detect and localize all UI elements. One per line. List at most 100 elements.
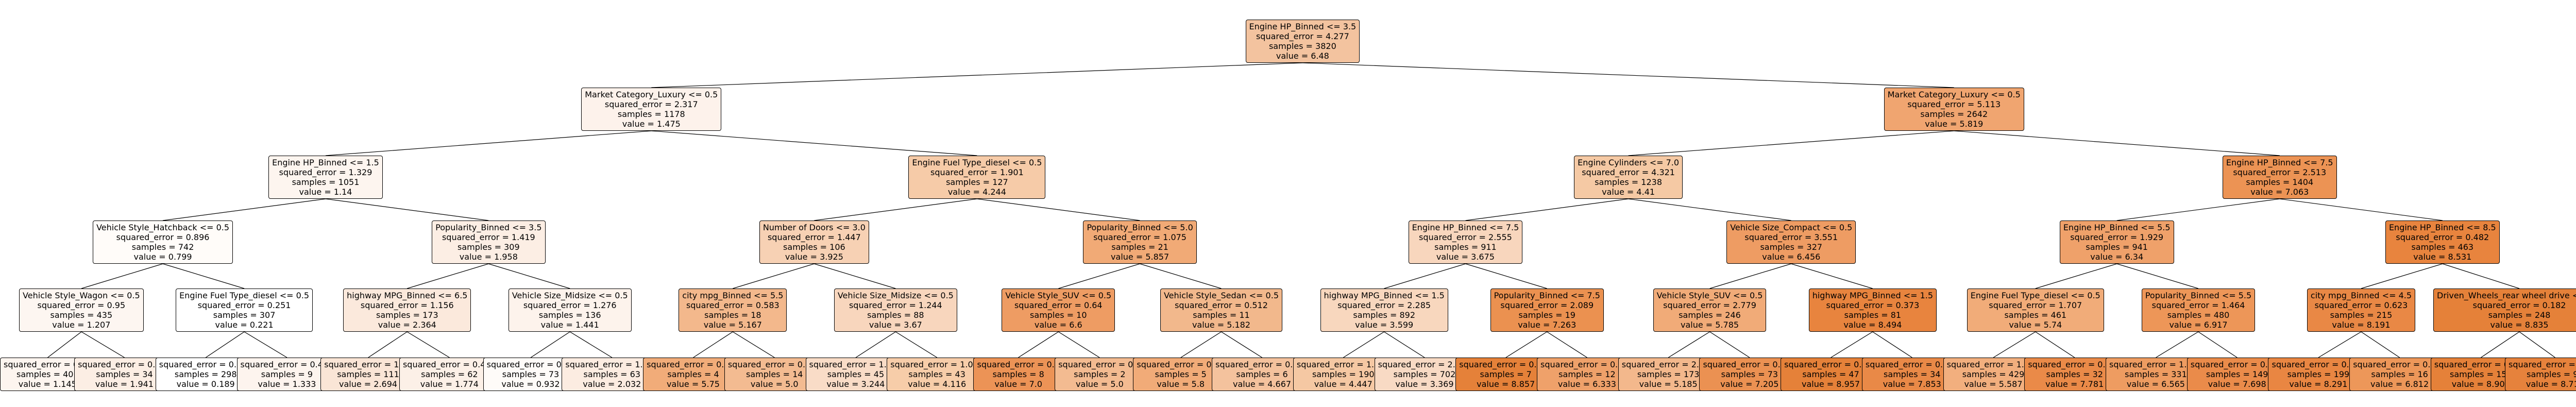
node-stat: samples = 12 — [1558, 369, 1616, 379]
node-stat: value = 1.14 — [299, 187, 352, 197]
node-stat: value = 3.67 — [869, 320, 922, 330]
node-stat: squared_error = 1.22 — [324, 360, 412, 369]
node-stat: value = 5.785 — [1680, 320, 1739, 330]
node-stat: samples = 10 — [1030, 310, 1087, 320]
node-stat: value = 5.0 — [1076, 379, 1124, 389]
node-stat: value = 1.333 — [258, 379, 316, 389]
tree-edge — [1018, 331, 1059, 358]
node-stat: samples = 6 — [1236, 369, 1288, 379]
node-stat: value = 5.819 — [1925, 119, 1984, 129]
split-condition: Vehicle Style_Wagon <= 0.5 — [23, 291, 140, 300]
tree-edge — [2481, 331, 2520, 358]
node-stat: samples = 941 — [2086, 242, 2148, 252]
tree-edge — [2116, 263, 2199, 289]
node-stat: squared_error = 4.321 — [1582, 167, 1675, 177]
node-stat: squared_error = 0.64 — [1014, 300, 1103, 310]
node-stat: samples = 2 — [1074, 369, 1126, 379]
node-stat: value = 1.207 — [52, 320, 111, 330]
node-stat: squared_error = 0.623 — [2314, 300, 2408, 310]
node-stat: squared_error = 2.317 — [604, 99, 698, 109]
tree-edge — [977, 198, 1140, 221]
node-stat: squared_error = 1.929 — [2070, 232, 2164, 242]
node-stat: samples = 127 — [946, 177, 1008, 187]
node-stat: squared_error = 0.444 — [240, 360, 334, 369]
node-stat: squared_error = 0.95 — [37, 300, 126, 310]
tree-edge — [2198, 331, 2238, 358]
node-stat: value = 6.456 — [1762, 252, 1821, 262]
node-stat: value = 4.667 — [1232, 379, 1292, 389]
split-condition: Engine HP_Binned <= 8.5 — [2388, 223, 2496, 232]
tree-edge — [814, 198, 977, 221]
node-stat: squared_error = 2.555 — [1419, 232, 1512, 242]
tree-edge — [895, 331, 938, 358]
split-condition: Vehicle Style_SUV <= 0.5 — [1005, 291, 1112, 300]
tree-edge — [162, 263, 245, 289]
node-stat: value = 6.34 — [2090, 252, 2144, 262]
split-condition: Engine Cylinders <= 7.0 — [1578, 158, 1680, 167]
split-condition: Vehicle Style_SUV <= 0.5 — [1656, 291, 1763, 300]
node-stat: value = 7.853 — [1883, 379, 1941, 389]
node-stat: samples = 173 — [1637, 369, 1700, 379]
node-stat: squared_error = 2.285 — [1337, 300, 1431, 310]
tree-edge — [1384, 263, 1466, 289]
split-condition: Popularity_Binned <= 7.5 — [1494, 291, 1600, 300]
node-stat: value = 7.0 — [994, 379, 1043, 389]
tree-edge — [488, 263, 570, 289]
node-stat: value = 3.369 — [1395, 379, 1454, 389]
node-stat: squared_error = 1.276 — [523, 300, 617, 310]
tree-edge — [2361, 331, 2400, 358]
tree-edge — [1384, 331, 1425, 358]
node-stat: samples = 73 — [1721, 369, 1778, 379]
node-stat: samples = 153 — [2450, 369, 2512, 379]
node-stat: squared_error = 0.94 — [4, 360, 92, 369]
node-stat: samples = 9 — [261, 369, 313, 379]
node-stat: samples = 1178 — [617, 109, 685, 119]
node-stat: samples = 8 — [992, 369, 1044, 379]
node-stat: samples = 21 — [1111, 242, 1168, 252]
node-stat: value = 3.599 — [1355, 320, 1414, 330]
node-stat: value = 1.441 — [540, 320, 599, 330]
node-stat: samples = 463 — [2411, 242, 2474, 252]
node-stat: samples = 911 — [1434, 242, 1497, 252]
tree-edge — [81, 263, 163, 289]
node-stat: samples = 11 — [1193, 310, 1250, 320]
split-condition: Engine Fuel Type_diesel <= 0.5 — [179, 291, 310, 300]
node-stat: squared_error = 0.889 — [1540, 360, 1634, 369]
split-condition: Popularity_Binned <= 5.5 — [2145, 291, 2252, 300]
node-stat: squared_error = 1.419 — [442, 232, 535, 242]
tree-edge — [1058, 331, 1100, 358]
node-stat: samples = 81 — [1844, 310, 1902, 320]
node-stat: value = 5.74 — [2009, 320, 2062, 330]
node-stat: samples = 73 — [502, 369, 560, 379]
node-stat: squared_error = 0.188 — [647, 360, 740, 369]
tree-edge — [1465, 263, 1547, 289]
tree-edge — [1872, 331, 1912, 358]
node-stat: squared_error = 4.277 — [1256, 31, 1349, 41]
node-stat: samples = 136 — [538, 310, 601, 320]
node-stat: squared_error = 1.468 — [1946, 360, 2040, 369]
tree-edge — [47, 331, 82, 358]
node-stat: squared_error = 2.779 — [1663, 300, 1756, 310]
node-stat: samples = 309 — [457, 242, 520, 252]
node-stat: samples = 461 — [2004, 310, 2067, 320]
tree-edge — [1547, 331, 1587, 358]
node-stat: value = 3.244 — [826, 379, 885, 389]
tree-edge — [1180, 331, 1222, 358]
node-stat: squared_error = 1.447 — [767, 232, 861, 242]
split-condition: Engine HP_Binned <= 3.5 — [1249, 22, 1357, 31]
node-stat: value = 8.531 — [2413, 252, 2472, 262]
split-condition: city mpg_Binned <= 5.5 — [682, 291, 784, 300]
node-stat: squared_error = 0.512 — [1175, 300, 1268, 310]
node-stat: value = 8.835 — [2490, 320, 2549, 330]
split-condition: Engine HP_Binned <= 7.5 — [2226, 158, 2333, 167]
